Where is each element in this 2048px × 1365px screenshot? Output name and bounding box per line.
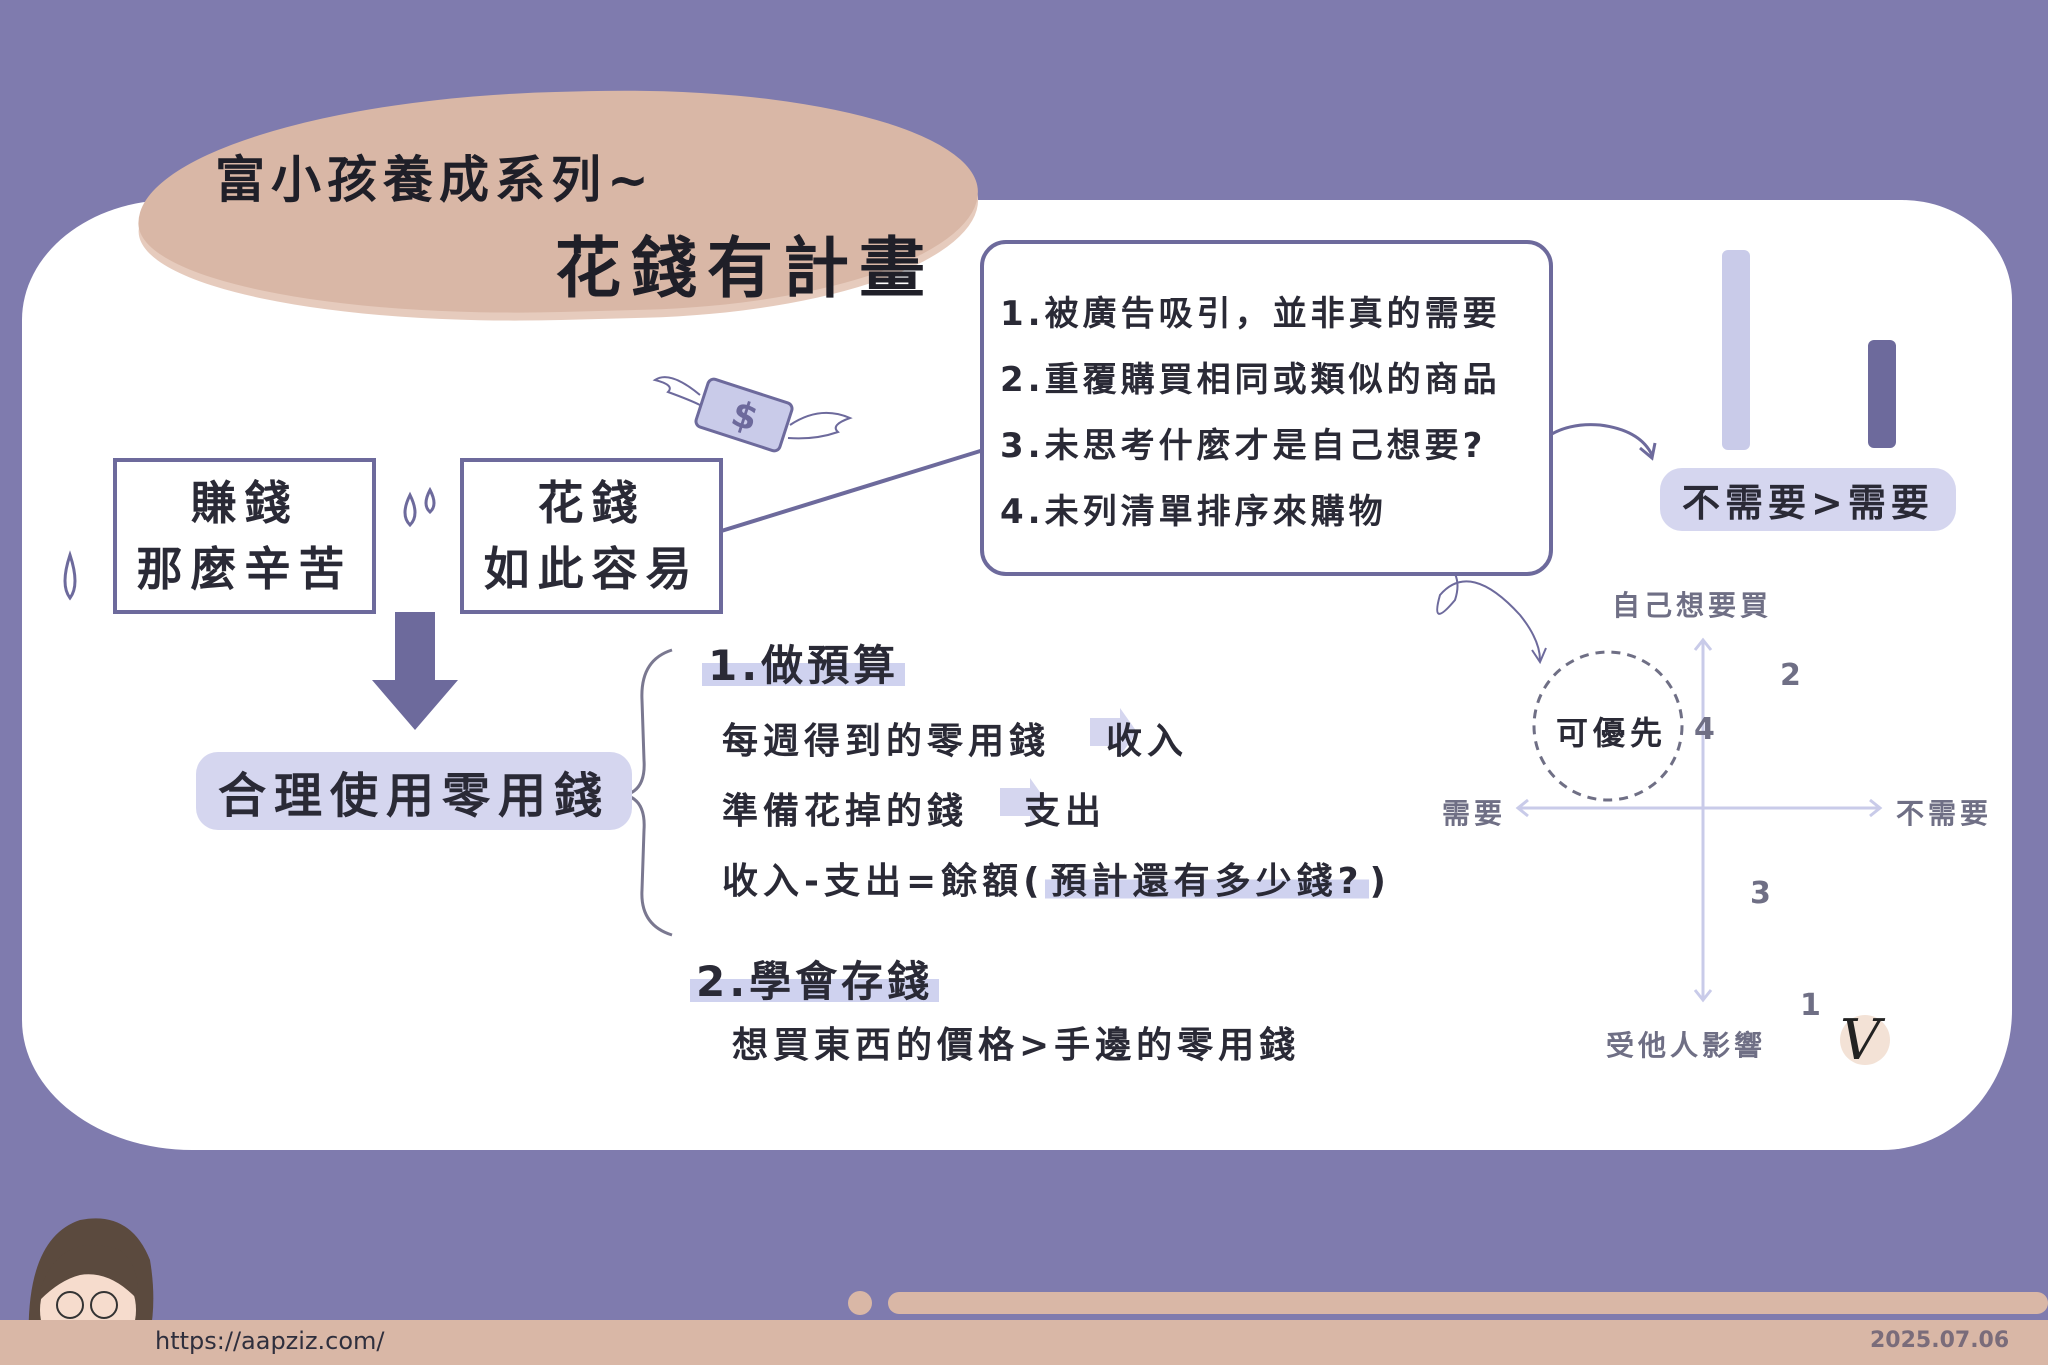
budget-heading: 1.做預算 (702, 632, 906, 693)
bars-label: 不需要>需要 (1660, 468, 1956, 531)
spend-to-reasons-line (717, 446, 991, 534)
sweat-drop-icon (63, 550, 77, 601)
reason-1: 1.被廣告吸引，並非真的需要 (1000, 294, 1501, 334)
down-arrow (372, 612, 458, 730)
sweat-drops-icon (403, 486, 436, 528)
spend-line-2: 如此容易 (483, 542, 700, 596)
matrix-top-label: 自己想要買 (1612, 589, 1773, 622)
title-series: 富小孩養成系列~ (215, 151, 655, 209)
earn-line-2: 那麼辛苦 (136, 542, 353, 596)
save-heading: 2.學會存錢 (690, 948, 940, 1009)
curly-brace (624, 648, 673, 937)
spend-money-box: 花錢 如此容易 (460, 458, 723, 614)
quadrant-1: 1 (1800, 988, 1821, 1023)
footer-bar (0, 1320, 2048, 1365)
matrix-right-label: 不需要 (1896, 797, 1993, 830)
quadrant-3: 3 (1750, 876, 1771, 911)
earn-money-box: 賺錢 那麼辛苦 (113, 458, 376, 614)
earn-line-1: 賺錢 (190, 476, 299, 530)
bar-need (1868, 340, 1896, 448)
reason-4: 4.未列清單排序來購物 (1000, 492, 1387, 532)
title-main: 花錢有計畫 (555, 230, 935, 307)
signature-letter: V (1840, 1008, 1881, 1073)
reason-3: 3.未思考什麼才是自己想要? (1000, 426, 1487, 466)
bar-not-need (1722, 250, 1750, 450)
priority-circle (1532, 650, 1684, 802)
save-line: 想買東西的價格>手邊的零用錢 (732, 1025, 1301, 1066)
matrix-left-label: 需要 (1442, 797, 1507, 830)
matrix-bottom-label: 受他人影響 (1606, 1029, 1767, 1062)
expense-line: 準備花掉的錢支出 (722, 791, 1107, 832)
quadrant-4: 4 (1694, 712, 1715, 747)
use-money-wisely: 合理使用零用錢 (196, 752, 633, 830)
income-line: 每週得到的零用錢收入 (722, 721, 1189, 762)
quadrant-2: 2 (1780, 658, 1801, 693)
signature-logo (1840, 1015, 1890, 1065)
spend-line-1: 花錢 (537, 476, 646, 530)
priority-label: 可優先 (1556, 714, 1668, 752)
arrow-income (1090, 708, 1137, 756)
flying-money-icon (652, 376, 853, 453)
footer-date: 2025.07.06 (1870, 1328, 2010, 1353)
spending-reasons-box: 1.被廣告吸引，並非真的需要 2.重覆購買相同或類似的商品 3.未思考什麼才是自… (980, 240, 1553, 576)
balance-line: 收入-支出=餘額(預計還有多少錢?) (722, 861, 1391, 902)
slide-progress-bar (888, 1292, 2048, 1314)
arrow-expense (1000, 778, 1047, 826)
slide-progress-dot (848, 1291, 872, 1315)
footer-url[interactable]: https://aapziz.com/ (155, 1327, 385, 1355)
reason-2: 2.重覆購買相同或類似的商品 (1000, 360, 1501, 400)
